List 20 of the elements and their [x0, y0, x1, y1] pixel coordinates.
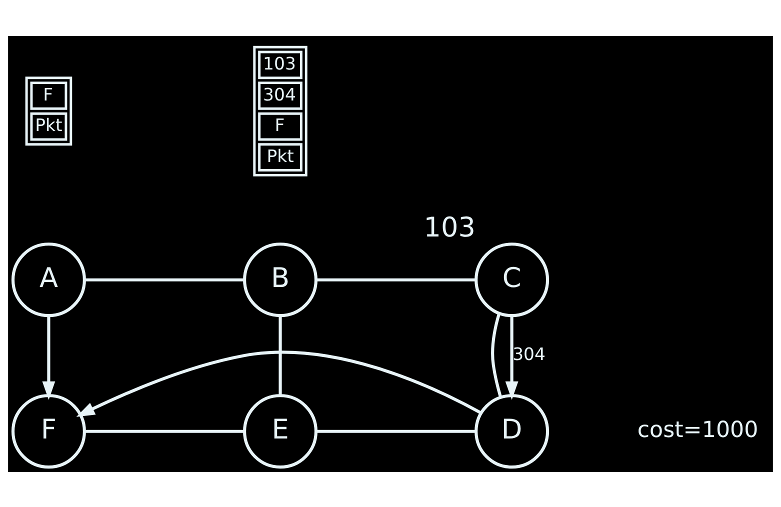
arrow — [76, 350, 482, 416]
connector — [491, 312, 502, 398]
connector — [316, 429, 476, 432]
node-box: 103 304 F Pkt — [253, 45, 308, 176]
arrow — [42, 315, 56, 400]
node-circle: F — [11, 394, 86, 468]
connector — [278, 315, 282, 395]
node-circle: E — [243, 394, 318, 468]
label: cost=1000 — [637, 416, 758, 442]
node-circle: A — [11, 242, 86, 317]
node-label: 103 — [424, 212, 476, 243]
node-box: F Pkt — [25, 76, 72, 146]
connector — [316, 278, 476, 281]
connector — [84, 429, 244, 432]
node-circle: C — [474, 242, 550, 317]
arrow — [505, 315, 518, 400]
edge-label: 304 — [512, 344, 546, 365]
connector — [84, 278, 244, 281]
node-circle: B — [243, 242, 318, 317]
node-circle: D — [474, 394, 550, 468]
